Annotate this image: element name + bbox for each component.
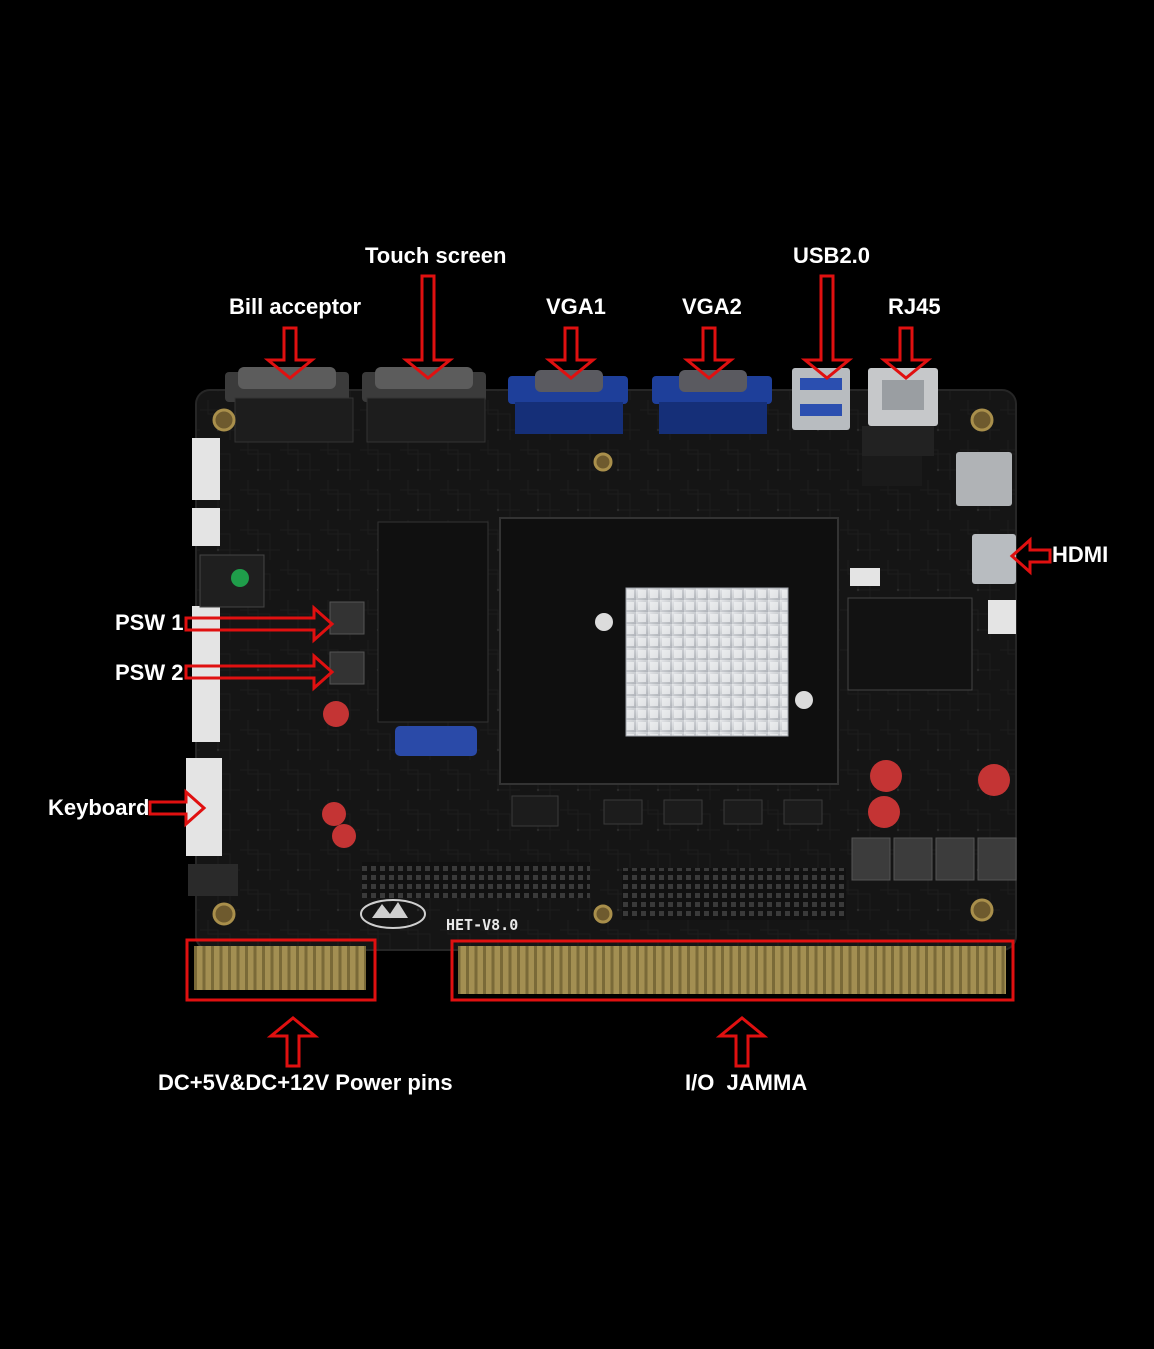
- header-pins-left: [362, 862, 590, 898]
- power-pins-gold: [194, 946, 366, 990]
- vga2-connector: [652, 370, 772, 434]
- sd-slot: [956, 452, 1012, 506]
- arrow-vga1: [544, 326, 598, 380]
- arrow-bill-acceptor: [263, 326, 317, 380]
- arrow-usb: [800, 274, 854, 380]
- usb-connector: [792, 368, 850, 430]
- inductors: [851, 837, 1017, 881]
- callout-arrows: [148, 274, 1052, 1068]
- label-keyboard: Keyboard: [48, 795, 150, 820]
- label-touch-screen: Touch screen: [365, 243, 507, 268]
- label-psw2: PSW 2: [115, 660, 184, 685]
- bill-acceptor-connector: [225, 367, 354, 443]
- label-io-jamma: I/O JAMMA: [685, 1070, 808, 1095]
- label-bill-acceptor: Bill acceptor: [229, 294, 362, 319]
- white-connector-right: [988, 600, 1016, 634]
- label-vga1: VGA1: [546, 294, 606, 319]
- dip-switches: [329, 601, 365, 685]
- standoff: [595, 613, 613, 631]
- power-pins-highlight: [185, 938, 377, 1002]
- rj45-connector: [862, 368, 938, 486]
- label-usb: USB2.0: [793, 243, 871, 268]
- module-card: [377, 521, 489, 723]
- arrow-touch-screen: [401, 274, 455, 380]
- jamma-highlight: [450, 939, 1015, 1002]
- label-rj45: RJ45: [888, 294, 941, 319]
- mounting-holes: [212, 408, 994, 926]
- capacitors: [322, 701, 1010, 848]
- label-power-pins: DC+5V&DC+12V Power pins: [158, 1070, 453, 1095]
- arrow-power-pins: [266, 1016, 320, 1068]
- arrow-rj45: [879, 326, 933, 380]
- brand-logo: [360, 899, 426, 929]
- vga1-connector: [508, 370, 628, 434]
- arrow-psw2: [184, 652, 335, 692]
- arrow-vga2: [682, 326, 736, 380]
- audio-jack-left: [188, 864, 238, 896]
- label-psw1: PSW 1: [115, 610, 184, 635]
- left-white-connectors: [186, 438, 222, 856]
- board-model: HET-V8.0: [446, 916, 518, 934]
- header-pins-right: [622, 868, 846, 920]
- hdmi-connector: [972, 534, 1016, 584]
- label-vga2: VGA2: [682, 294, 742, 319]
- heatsink: [625, 587, 789, 737]
- arrow-keyboard: [148, 788, 207, 828]
- arrow-io-jamma: [715, 1016, 769, 1068]
- arrow-psw1: [184, 604, 335, 644]
- touch-screen-connector: [362, 367, 486, 443]
- wifi-module: [847, 597, 973, 691]
- jamma-pins-gold: [458, 946, 1006, 994]
- battery: [395, 726, 477, 756]
- qc-sticker: [231, 569, 249, 587]
- arrow-hdmi: [1009, 536, 1052, 576]
- ic-row: [511, 795, 823, 827]
- white-connector-small: [850, 568, 880, 586]
- standoff: [795, 691, 813, 709]
- label-hdmi: HDMI: [1052, 542, 1109, 567]
